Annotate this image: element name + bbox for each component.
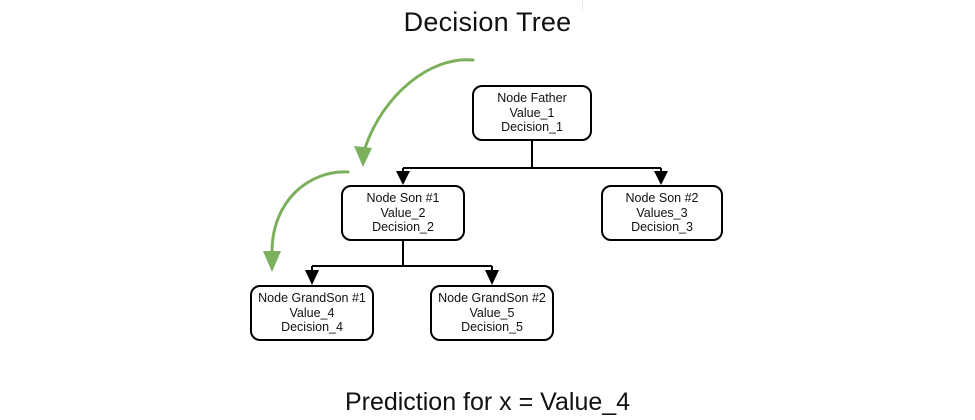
node-grandson-1-decision: Decision_4 <box>281 320 343 335</box>
node-grandson-2-value: Value_5 <box>469 305 515 320</box>
node-father-decision: Decision_1 <box>501 120 563 135</box>
node-grandson-2-name: Node GrandSon #2 <box>438 291 546 306</box>
node-son-1-value: Value_2 <box>380 205 426 220</box>
highlight-arrow-son1-to-grandson1 <box>270 170 350 254</box>
arrowhead-son1 <box>396 171 410 185</box>
node-father-value: Value_1 <box>509 105 555 120</box>
node-son-2-value: Values_3 <box>636 205 688 220</box>
node-son-2[interactable]: Node Son #2 Values_3 Decision_3 <box>601 185 723 241</box>
node-grandson-1-value: Value_4 <box>289 305 335 320</box>
node-grandson-1[interactable]: Node GrandSon #1 Value_4 Decision_4 <box>250 285 374 341</box>
arrowhead-grandson1 <box>305 270 319 285</box>
node-son-1[interactable]: Node Son #1 Value_2 Decision_2 <box>341 185 465 241</box>
arrowhead-grandson2 <box>485 270 499 285</box>
arrowhead-son2 <box>654 171 668 185</box>
node-grandson-2[interactable]: Node GrandSon #2 Value_5 Decision_5 <box>430 285 554 341</box>
node-father[interactable]: Node Father Value_1 Decision_1 <box>472 85 592 141</box>
highlight-arrowhead-grandson1 <box>263 251 281 272</box>
node-grandson-1-name: Node GrandSon #1 <box>258 291 366 306</box>
highlight-arrow-father-to-son1 <box>363 58 475 150</box>
top-edge-artifact <box>582 0 583 10</box>
node-son-1-name: Node Son #1 <box>366 191 440 206</box>
highlight-arrowhead-son1 <box>354 146 372 167</box>
page-title: Decision Tree <box>403 7 572 37</box>
node-father-name: Node Father <box>497 91 567 106</box>
node-son-1-decision: Decision_2 <box>372 220 434 235</box>
node-son-2-decision: Decision_3 <box>631 220 693 235</box>
prediction-label: Prediction for x = Value_4 <box>344 388 631 416</box>
node-grandson-2-decision: Decision_5 <box>461 320 523 335</box>
node-son-2-name: Node Son #2 <box>625 191 699 206</box>
